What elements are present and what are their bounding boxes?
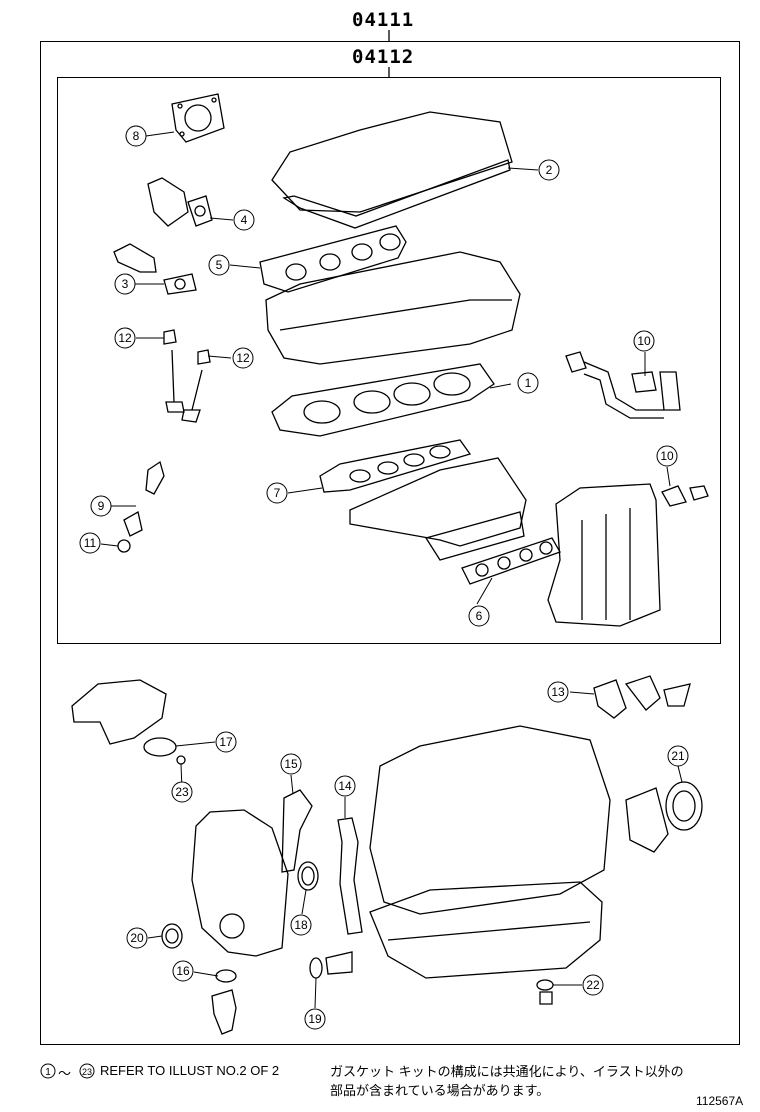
callout-17: 17 [215,731,237,753]
part-number-outer: 04111 [352,9,415,31]
sensor-gasket [113,243,197,295]
footer-range-end: 23 [82,1067,92,1077]
callout-15: 15 [280,753,302,775]
callout-4: 4 [233,209,255,231]
callout-10-upper: 10 [633,330,655,352]
callout-label: 2 [546,163,553,177]
callout-19: 19 [304,1008,326,1030]
fuel-injector [117,460,165,553]
illustration-id: 112567A [696,1094,744,1108]
callout-9: 9 [90,495,112,517]
callout-label: 12 [118,331,132,345]
callout-label: 10 [637,334,651,348]
callout-label: 16 [176,964,190,978]
callout-label: 17 [219,735,233,749]
valves [163,329,211,423]
water-inlet-housing [71,679,186,765]
callout-label: 8 [133,129,140,143]
throttle-body-gasket [171,93,225,143]
callout-label: 3 [122,277,129,291]
timing-cover-gasket [281,789,313,873]
callout-6: 6 [468,605,490,627]
callout-label: 22 [586,978,600,992]
valve-cover-gasket [271,111,513,229]
callout-1: 1 [517,372,539,394]
small-gaskets [593,675,691,719]
callout-label: 7 [274,486,281,500]
timing-chain-cover [191,809,289,957]
water-outlet-gasket [147,177,213,227]
cylinder-block [369,725,611,915]
callout-label: 9 [98,499,105,513]
footer-note-en: REFER TO ILLUST NO.2 OF 2 [100,1063,280,1078]
callout-22: 22 [582,974,604,996]
callout-23: 23 [171,781,193,803]
part-number-inner: 04112 [352,46,415,68]
rear-oil-seal [625,781,703,853]
exhaust-manifold-gasket [259,225,407,293]
footer-note-jp-line2: 部品が含まれている場合があります。 [330,1083,550,1098]
cylinder-head [265,251,521,365]
callout-label: 20 [130,931,144,945]
chain-case-gasket [337,817,363,935]
callout-7: 7 [266,482,288,504]
callout-12-right: 12 [232,347,254,369]
callout-11: 11 [79,532,101,554]
inner-kit-frame [57,77,721,644]
callout-10-lower: 10 [656,445,678,467]
callout-label: 18 [294,918,308,932]
callout-label: 4 [241,213,248,227]
callout-13: 13 [547,681,569,703]
callout-21: 21 [667,745,689,767]
callout-5: 5 [208,254,230,276]
callout-label: 15 [284,757,298,771]
callout-3: 3 [114,273,136,295]
footer-range-sep: ～ [58,1066,72,1081]
callout-label: 23 [175,785,189,799]
egr-gasket [661,485,709,507]
outer-kit-frame [40,41,740,1045]
callout-20: 20 [126,927,148,949]
callout-label: 1 [525,376,532,390]
cylinder-head-gasket [271,363,495,437]
callout-label: 19 [308,1012,322,1026]
callout-8: 8 [125,125,147,147]
callout-2: 2 [538,159,560,181]
callout-label: 5 [216,258,223,272]
callout-label: 6 [476,609,483,623]
callout-label: 21 [671,749,685,763]
footer-range-start: 1 [45,1067,51,1078]
callout-label: 13 [551,685,565,699]
callout-14: 14 [334,775,356,797]
leader-lines [100,131,683,1009]
callout-16: 16 [172,960,194,982]
callout-12-left: 12 [114,327,136,349]
callout-label: 14 [338,779,352,793]
callout-label: 12 [236,351,250,365]
oil-pan [369,881,603,979]
intake-surge-tank [547,483,661,627]
intake-manifold [319,439,527,561]
callout-label: 11 [84,536,97,550]
footer-note-jp-line1: ガスケット キットの構成には共通化により、イラスト以外の [330,1064,684,1079]
front-oil-seal [297,861,319,891]
callout-18: 18 [290,914,312,936]
callout-label: 10 [660,449,674,463]
